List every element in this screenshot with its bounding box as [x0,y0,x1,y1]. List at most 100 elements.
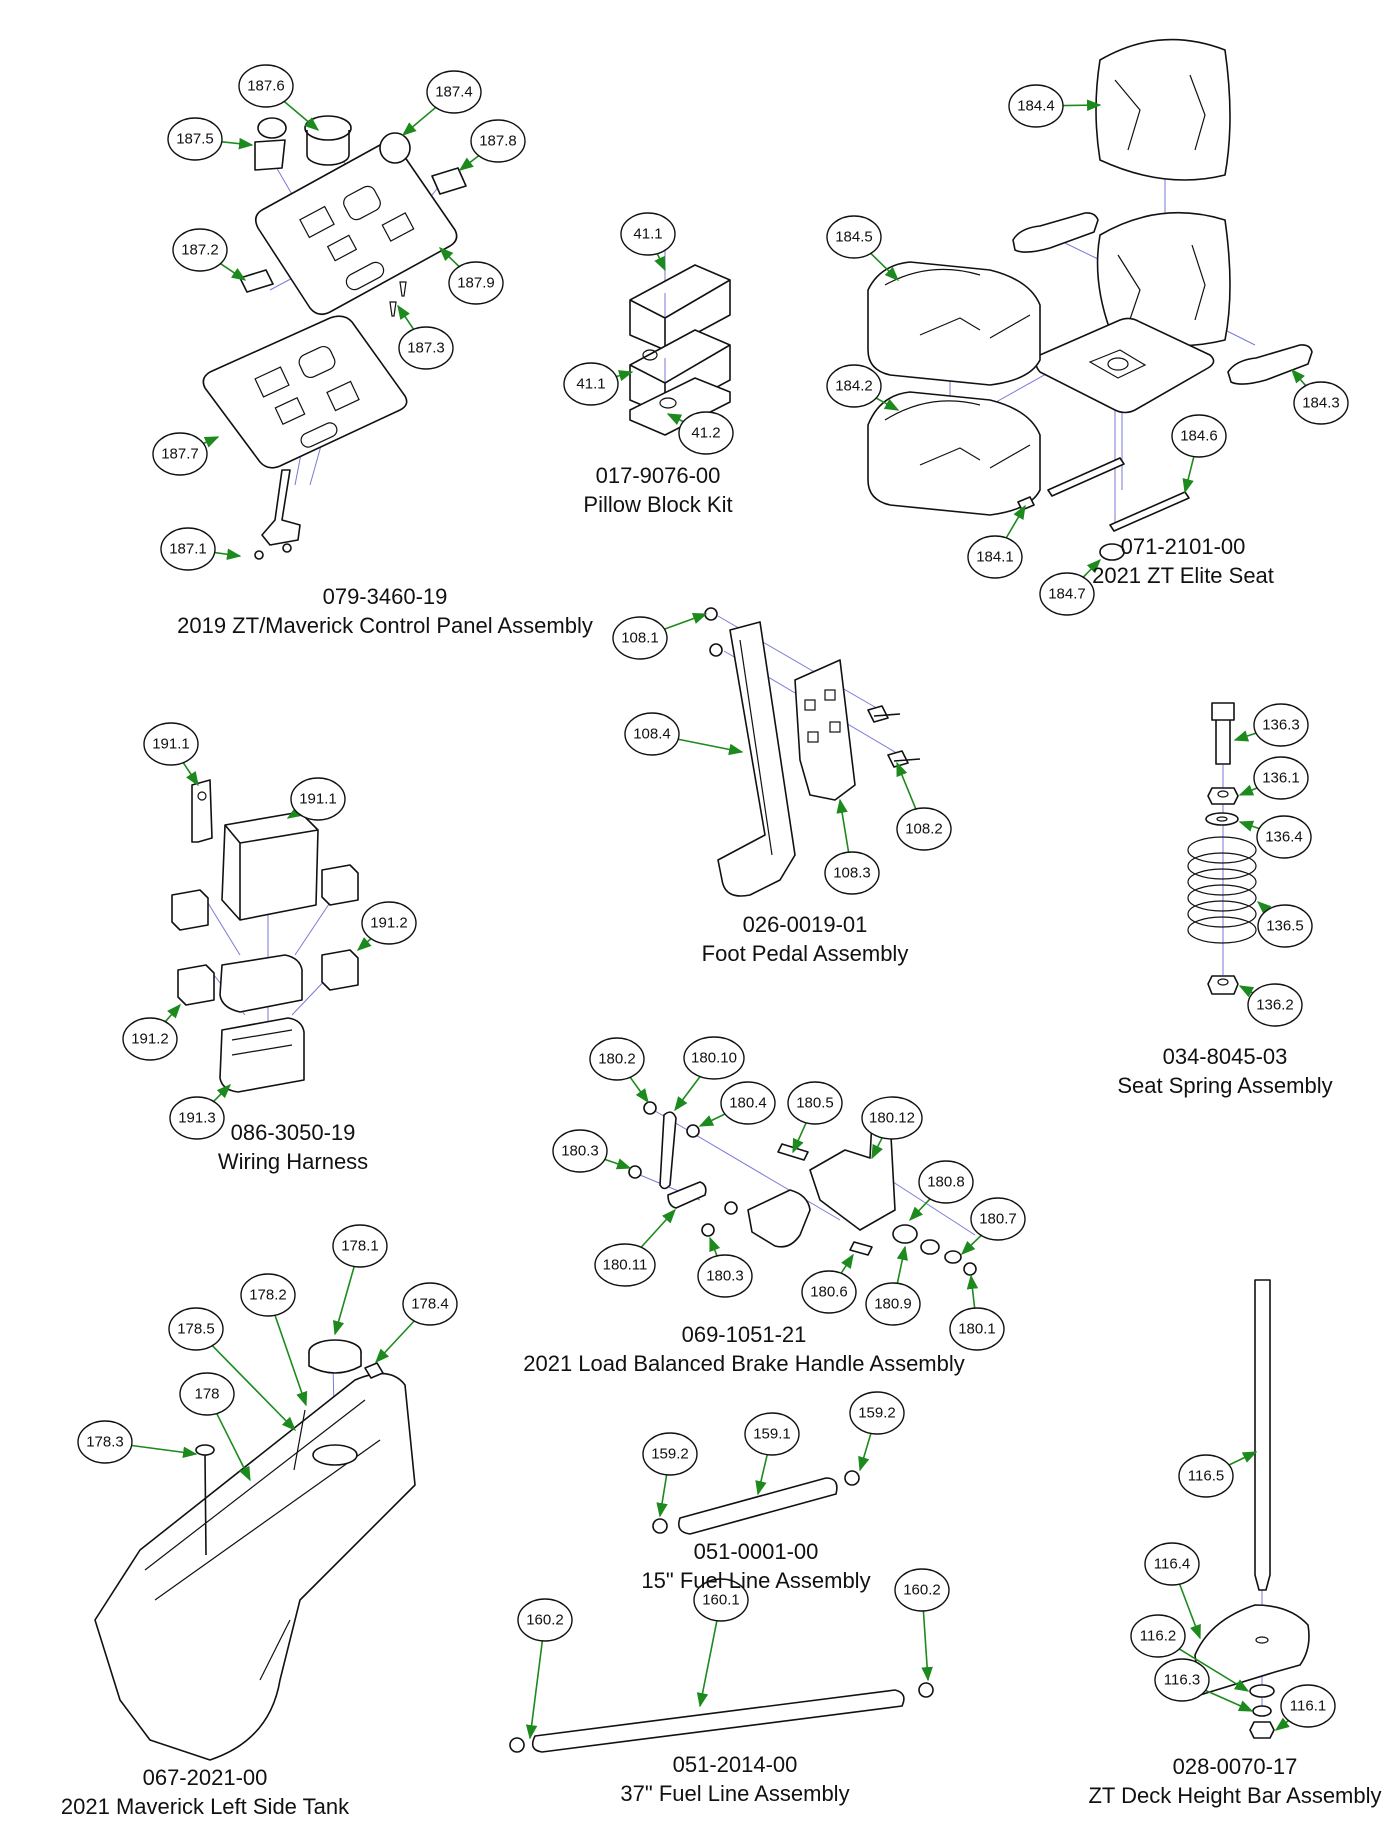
leader-arrow [871,1137,883,1160]
leader-arrow [220,263,247,281]
callout-bubble [594,1243,656,1287]
callout-136-1: 136.1 [1238,756,1309,800]
callout-116-5: 116.5 [1178,1451,1258,1498]
callout-159-1: 159.1 [744,1412,800,1496]
callout-bubble [826,364,882,408]
leader-arrow [164,1003,181,1023]
callout-label: 178.1 [341,1238,379,1255]
callout-label: 178.2 [249,1287,287,1304]
callout-label: 180.10 [691,1050,737,1067]
fuse-box-cover [221,811,319,921]
leader-arrow [1178,1648,1250,1692]
leader-arrow [1178,1583,1201,1640]
callout-bubble [918,1160,974,1204]
hose-clamp [844,1470,860,1486]
callout-bubble [744,1412,800,1456]
callout-label: 178.5 [177,1321,215,1338]
assembly-title: 37" Fuel Line Assembly [620,1781,850,1806]
callout-bubble [167,117,223,161]
callout-116-3: 116.3 [1154,1658,1254,1712]
leader-arrow [616,370,634,382]
callout-bubble [861,1096,923,1140]
callout-label: 116.2 [1140,1628,1176,1645]
hole-plug-round [379,132,411,164]
flat-washer [1205,812,1239,826]
armrest-right [1227,344,1313,385]
square-plug [239,269,274,293]
hose-clamp [918,1682,934,1698]
assembly-title: Seat Spring Assembly [1117,1073,1333,1098]
compression-spring [1187,836,1257,944]
assembly-title: 2021 ZT Elite Seat [1092,563,1274,588]
callout-180-3: 180.3 [552,1129,632,1173]
callout-bubble [612,616,668,660]
callout-label: 191.1 [152,736,190,753]
wiring-harness-drawing [171,779,359,1093]
height-bar-rod [1254,1279,1271,1591]
caption-deck-height-bar: 028-0070-17 ZT Deck Height Bar Assembly [1088,1752,1381,1810]
leader-arrow [875,397,900,411]
fuse-block-base [219,1017,305,1093]
bushing [892,1224,918,1244]
callout-label: 41.1 [576,376,605,393]
callout-bubble [122,1017,178,1061]
callout-178: 178 [179,1372,251,1482]
relay [321,949,359,991]
leader-arrow [666,413,684,425]
callout-label: 191.2 [370,915,408,932]
callout-bubble [1008,84,1064,128]
part-number: 017-9076-00 [595,463,721,488]
callout-label: 187.2 [181,242,219,259]
callout-187-4: 187.4 [401,70,482,136]
pedal-arm [717,621,796,897]
part-number: 026-0019-01 [742,912,868,937]
screw [389,301,397,317]
leader-arrow [1082,558,1102,578]
key-switch [304,115,352,166]
callout-bubble [172,228,228,272]
callout-116-2: 116.2 [1130,1614,1250,1692]
callout-bubble [949,1307,1005,1351]
callout-41-1: 41.1 [620,212,676,272]
assembly-title: 15" Fuel Line Assembly [641,1568,871,1593]
callout-136-4: 136.4 [1238,815,1312,859]
pillow-block-kit-drawing [629,250,731,436]
callout-180-6: 180.6 [801,1253,857,1314]
flange-nut [704,607,718,621]
callout-bubble [865,1282,921,1326]
callout-187-9: 187.9 [438,246,504,305]
callout-180-5: 180.5 [787,1081,843,1154]
callout-label: 184.7 [1048,586,1086,603]
callout-184-7: 184.7 [1039,558,1102,616]
caption-control-panel: 079-3460-19 2019 ZT/Maverick Control Pan… [177,582,593,640]
control-panel-base-plate [202,315,408,469]
caption-elite-seat: 071-2101-00 2021 ZT Elite Seat [1092,532,1274,590]
callout-label: 184.1 [976,549,1014,566]
leader-arrow [1238,985,1255,998]
callout-bubble [448,261,504,305]
callout-label: 178.3 [86,1434,124,1451]
pedal-plate [794,659,856,801]
callout-label: 136.2 [1256,997,1294,1014]
callout-184-4: 184.4 [1008,84,1102,128]
fuel-line-37-drawing [509,1682,934,1753]
callout-label: 184.3 [1302,395,1340,412]
callout-bubble [720,1081,776,1125]
part-number: 051-0001-00 [693,1539,819,1564]
callout-180-8: 180.8 [909,1160,974,1222]
caption-left-side-tank: 067-2021-00 2021 Maverick Left Side Tank [61,1763,349,1821]
caption-seat-spring: 034-8045-03 Seat Spring Assembly [1117,1042,1332,1100]
leader-arrow [213,1083,232,1102]
leader-arrow [1182,456,1195,494]
callout-bubble [169,1096,225,1140]
leader-arrow [909,1198,931,1222]
callout-bubble [1144,1542,1200,1586]
callout-187-6: 187.6 [238,64,320,131]
leader-arrow [677,738,744,756]
assembly-title: 2021 Load Balanced Brake Handle Assembly [523,1351,965,1376]
callout-bubble [693,1578,749,1622]
callout-160-2: 160.2 [517,1598,573,1740]
callout-bubble [398,326,454,370]
callout-bubble [332,1224,388,1268]
callout-108-2: 108.2 [896,761,952,851]
